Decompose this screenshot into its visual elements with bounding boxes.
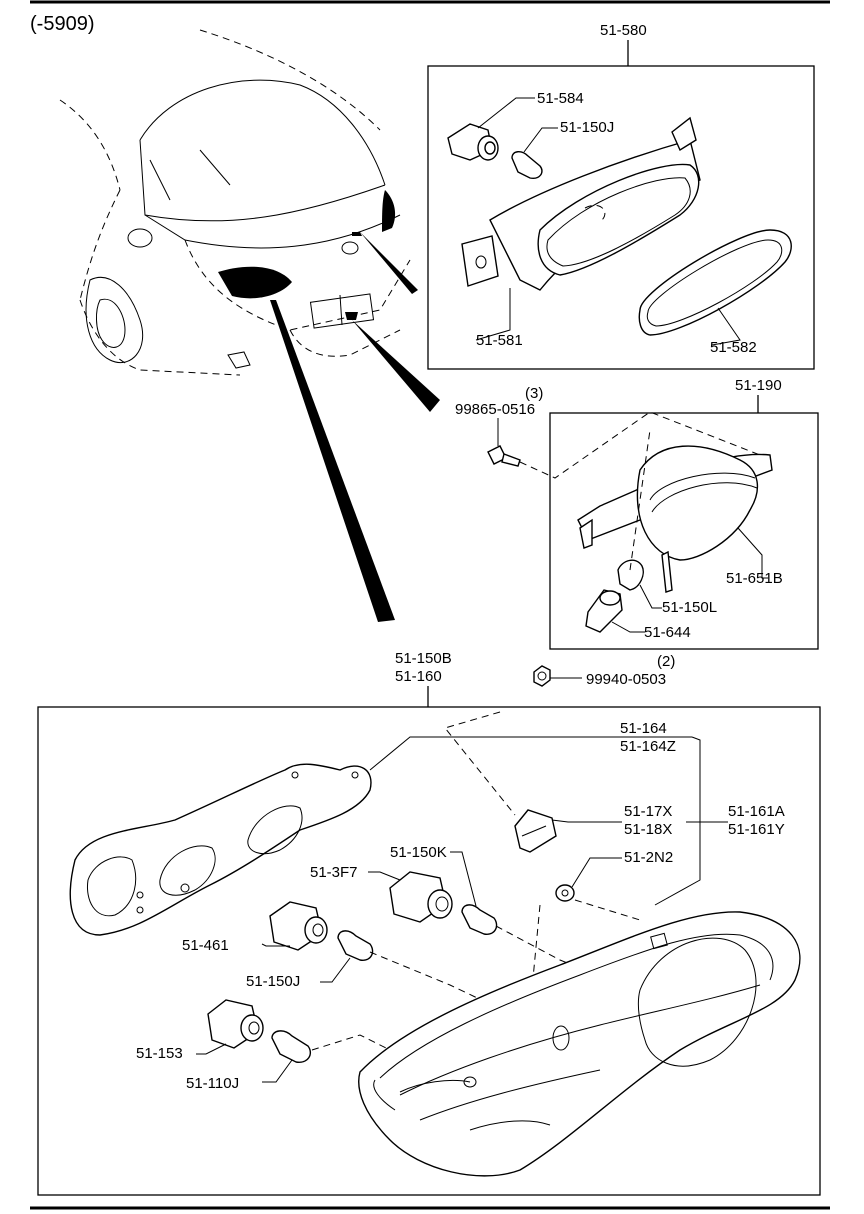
callout-51-461: 51-461 (182, 937, 229, 954)
callout-51-651B: 51-651B (726, 570, 783, 587)
clip-51-17X (514, 809, 557, 853)
callout-51-161A: 51-161A (728, 803, 785, 820)
bulb-51-150J-top (511, 151, 543, 180)
socket-51-461 (269, 901, 328, 951)
rear-combination-lamp-box: 51-150B 51-160 (37, 650, 821, 1196)
callout-51-150J-top: 51-150J (560, 119, 614, 136)
callout-51-150L: 51-150L (662, 599, 717, 616)
nut-qty: (2) (657, 653, 675, 670)
callout-51-584: 51-584 (537, 90, 584, 107)
lamp-51-651B (577, 445, 773, 593)
mid-box-frame (549, 412, 819, 650)
nut-99940-0503 (533, 665, 551, 687)
callout-99865-0516: 99865-0516 (455, 401, 535, 418)
callout-51-150B: 51-150B (395, 650, 452, 667)
callout-51-161Y: 51-161Y (728, 821, 785, 838)
callout-51-3F7: 51-3F7 (310, 864, 358, 881)
license-lamp-box: 51-190 51-651B 51-150L 51-644 (549, 377, 819, 650)
callout-51-190: 51-190 (735, 377, 782, 394)
bulb-51-110J (271, 1030, 312, 1063)
range-label: (-5909) (30, 13, 94, 35)
callout-51-153: 51-153 (136, 1045, 183, 1062)
high-mount-lamp-box: 51-580 51-584 51-150J 51-581 (427, 22, 815, 370)
socket-51-3F7 (389, 871, 453, 923)
gasket-plate (69, 763, 372, 936)
leader-wedge-bottom (270, 300, 395, 622)
socket-51-584 (447, 123, 499, 161)
top-box-frame (427, 65, 815, 370)
gasket-51-582 (638, 229, 792, 336)
callout-51-582: 51-582 (710, 339, 757, 356)
socket-51-644 (585, 589, 623, 633)
grommet-51-2N2 (555, 884, 575, 902)
tail-lamp-housing (358, 911, 801, 1177)
callout-51-164Z: 51-164Z (620, 738, 676, 755)
callout-99940-0503: 99940-0503 (586, 671, 666, 688)
bottom-box-frame (37, 706, 821, 1196)
callout-51-160: 51-160 (395, 668, 442, 685)
screw-qty: (3) (525, 385, 543, 402)
callout-51-2N2: 51-2N2 (624, 849, 673, 866)
callout-51-644: 51-644 (644, 624, 691, 641)
bulb-51-150L (617, 559, 644, 591)
leader-wedge-mid (352, 320, 440, 412)
screw-99865-0516 (487, 445, 521, 467)
callout-51-17X: 51-17X (624, 803, 672, 820)
callout-51-150K: 51-150K (390, 844, 447, 861)
callout-51-110J: 51-110J (186, 1075, 239, 1092)
callout-51-581: 51-581 (476, 332, 523, 349)
callout-51-150J-bottom: 51-150J (246, 973, 300, 990)
socket-51-153 (207, 999, 264, 1049)
callout-51-164: 51-164 (620, 720, 667, 737)
lamp-51-581 (461, 116, 701, 291)
callout-51-580: 51-580 (600, 22, 647, 39)
car-rear-illustration (59, 29, 440, 622)
callout-51-18X: 51-18X (624, 821, 672, 838)
bulb-51-150K (461, 904, 498, 935)
leader-wedge-top (360, 232, 418, 294)
bulb-51-150J-bottom (337, 930, 374, 961)
